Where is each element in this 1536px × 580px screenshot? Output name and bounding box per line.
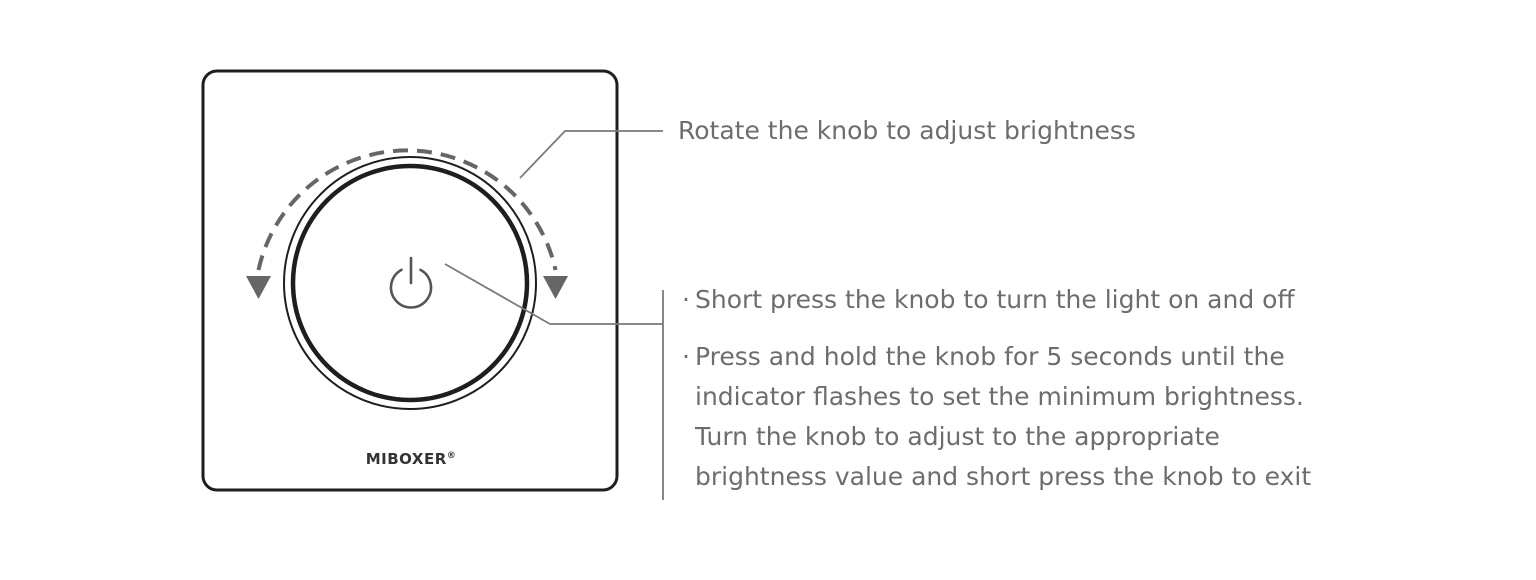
press-callout-line (444, 263, 663, 325)
long-press-line: ·Press and hold the knob for 5 seconds u… (682, 337, 1311, 377)
power-icon (389, 256, 433, 309)
rotate-callout-line (519, 130, 663, 179)
arrow-down-icon (543, 276, 568, 299)
bullet: · (682, 342, 690, 371)
long-press-line: indicator flashes to set the minimum bri… (695, 382, 1304, 411)
long-press-caption: ·Press and hold the knob for 5 seconds u… (682, 337, 1311, 497)
brand-logo: MIBOXER® (366, 450, 457, 468)
long-press-line: brightness value and short press the kno… (695, 462, 1312, 491)
rotation-arc (256, 148, 558, 271)
short-press-caption: ·Short press the knob to turn the light … (682, 280, 1295, 320)
arrow-down-icon (246, 276, 271, 299)
long-press-line: Turn the knob to adjust to the appropria… (695, 422, 1220, 451)
short-press-text: Short press the knob to turn the light o… (695, 285, 1295, 314)
bullet: · (682, 285, 690, 314)
rotate-caption: Rotate the knob to adjust brightness (678, 116, 1136, 145)
